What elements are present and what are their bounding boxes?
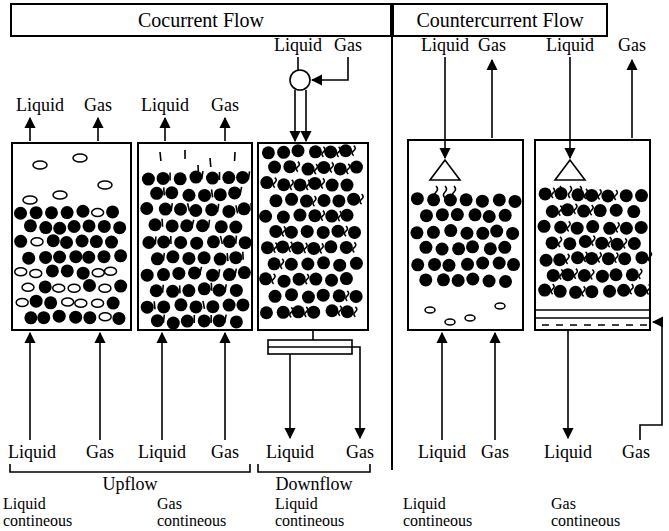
stream-label: Gas xyxy=(618,35,646,55)
stream-label: Liquid xyxy=(546,35,594,55)
stream-label: Gas xyxy=(481,442,509,462)
stream-label: Gas xyxy=(346,442,374,462)
reactor-vessel xyxy=(258,143,368,330)
header-box: Cocurrent Flow xyxy=(10,3,392,37)
stream-label: Gas xyxy=(84,95,112,115)
divider-line xyxy=(391,37,393,470)
stream-label: Liquid xyxy=(421,35,469,55)
regime-label: Liquid contineous xyxy=(275,495,361,529)
regime-label: Liquid contineous xyxy=(403,495,489,529)
stream-label: Liquid xyxy=(141,95,189,115)
stream-label: Liquid xyxy=(274,35,322,55)
header-box: Countercurrent Flow xyxy=(392,3,608,37)
header-text: Countercurrent Flow xyxy=(416,9,583,32)
stream-label: Liquid xyxy=(8,442,56,462)
reactor-vessel xyxy=(408,140,523,330)
stream-label: Gas xyxy=(478,35,506,55)
stream-label: Liquid xyxy=(16,95,64,115)
header-text: Cocurrent Flow xyxy=(138,9,264,32)
regime-label: Liquid contineous xyxy=(3,495,89,529)
flow-direction-label: Upflow xyxy=(103,474,158,494)
reactor-vessel xyxy=(12,143,131,330)
stream-label: Gas xyxy=(211,95,239,115)
stream-label: Liquid xyxy=(544,442,592,462)
flow-direction-label: Downflow xyxy=(276,474,353,494)
bracket xyxy=(258,464,370,472)
stream-label: Liquid xyxy=(138,442,186,462)
stream-label: Liquid xyxy=(266,442,314,462)
stream-label: Gas xyxy=(334,35,362,55)
stream-label: Liquid xyxy=(418,442,466,462)
stream-label: Gas xyxy=(86,442,114,462)
stream-label: Gas xyxy=(211,442,239,462)
reactor-vessel xyxy=(535,140,650,330)
flow-arrows xyxy=(10,57,662,472)
stream-label: Gas xyxy=(622,442,650,462)
reactor-vessel xyxy=(138,143,252,330)
packing-texture xyxy=(14,144,651,329)
bracket xyxy=(10,464,250,472)
regime-label: Gas contineous xyxy=(157,495,243,529)
regime-label: Gas contineous xyxy=(551,495,637,529)
